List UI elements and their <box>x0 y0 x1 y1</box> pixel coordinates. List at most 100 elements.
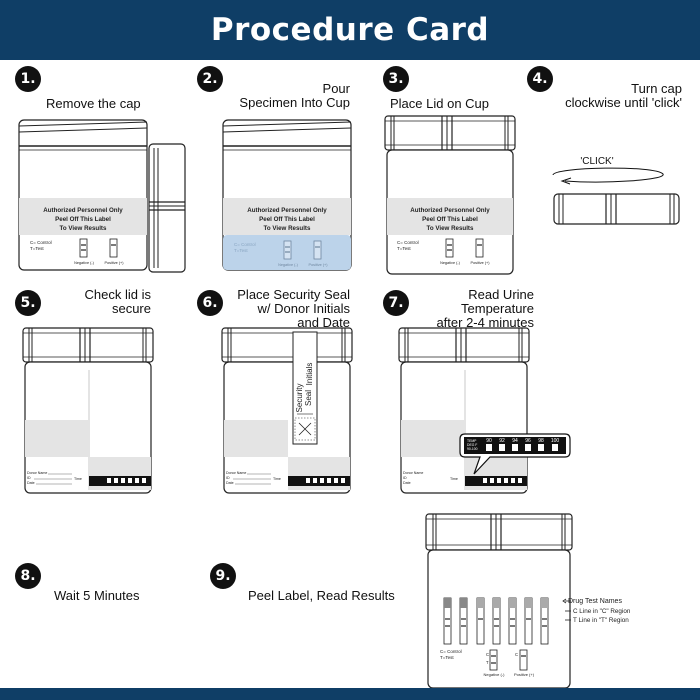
donor-date-label: Date <box>27 481 35 485</box>
step-4-illustration: 'CLICK' <box>552 156 680 225</box>
step-6-badge: 6. <box>197 290 223 316</box>
control-t-text: T=Test <box>440 655 454 660</box>
step-1-badge: 1. <box>15 66 41 92</box>
temp-value-94: 94 <box>512 438 518 444</box>
donor-id-label: ID <box>403 476 407 480</box>
c-line-annotation: C Line in "C" Region <box>573 608 631 615</box>
step-5-text: Check lid is secure <box>84 287 151 316</box>
cup-label-line3: To View Results <box>60 225 107 232</box>
removed-cap <box>148 143 186 273</box>
click-label: 'CLICK' <box>580 156 613 167</box>
negative-window <box>489 649 498 671</box>
positive-label: Positive (+) <box>470 261 490 265</box>
open-cup <box>18 119 148 271</box>
step-2-text: Pour Specimen Into Cup <box>239 81 350 110</box>
cup-label-line2: Peel Off This Label <box>55 216 111 223</box>
temp-unit-line-3: 90-100 <box>467 447 478 451</box>
positive-label: Positive (+) <box>308 263 328 267</box>
control-t-text: T=Test <box>30 246 44 251</box>
cup-label-line2: Peel Off This Label <box>259 216 315 223</box>
rotation-arrow <box>552 167 664 183</box>
header-banner: Procedure Card <box>0 0 700 60</box>
step-3-text: Place Lid on Cup <box>390 96 490 111</box>
positive-window <box>519 649 528 671</box>
donor-time-label: Time <box>450 477 458 481</box>
page-title: Procedure Card <box>210 12 490 48</box>
cap-side-view <box>553 193 680 225</box>
step-1-illustration: Authorized Personnel Only Peel Off This … <box>18 119 186 273</box>
cup-label-line3: To View Results <box>264 225 311 232</box>
step-7-text: Read Urine Temperature after 2-4 minutes <box>436 287 534 330</box>
donor-name-label: Donor Name <box>27 471 47 475</box>
step-3-illustration: Authorized Personnel Only Peel Off This … <box>384 115 516 275</box>
step-4-text: Turn cap clockwise until 'click' <box>565 81 682 110</box>
step-2-badge: 2. <box>197 66 223 92</box>
negative-window <box>79 238 88 258</box>
control-t-text: T=Test <box>397 246 411 251</box>
donor-date-label: Date <box>403 481 411 485</box>
donor-time-label: Time <box>273 477 281 481</box>
temperature-strip <box>465 476 527 486</box>
cup-label-line2: Peel Off This Label <box>422 216 478 223</box>
lid <box>425 513 573 551</box>
cup-label-line1: Authorized Personnel Only <box>410 207 490 214</box>
test-strips <box>443 597 549 645</box>
cup-label-line1: Authorized Personnel Only <box>247 207 327 214</box>
temperature-strip <box>89 476 151 486</box>
step-9-illustration: C= Control T=Test C T C Negative (-) Pos… <box>425 513 631 689</box>
temp-value-92: 92 <box>499 438 505 444</box>
control-t-text: T=Test <box>234 248 248 253</box>
step-9-badge: 9. <box>210 563 236 589</box>
donor-date-label: Date <box>226 481 234 485</box>
donor-id-label: ID <box>226 476 230 480</box>
step-4-badge: 4. <box>527 66 553 92</box>
control-c-text: C= Control <box>397 240 419 245</box>
drug-test-names-annotation: Drug Test Names <box>568 598 622 605</box>
step-6-illustration: Initials Security Seal Donor Name ID Dat… <box>221 327 353 494</box>
step-8-badge: 8. <box>15 563 41 589</box>
donor-time-label: Time <box>74 477 82 481</box>
temp-value-98: 98 <box>538 438 544 444</box>
negative-window <box>445 238 454 258</box>
t-region-label: T <box>486 660 489 665</box>
step-3-badge: 3. <box>383 66 409 92</box>
temp-unit-line-2: DEG F <box>467 443 477 447</box>
c-region-label: C <box>515 652 518 657</box>
step-5-badge: 5. <box>15 290 41 316</box>
step-5-illustration: Donor Name ID Date Time <box>22 327 154 494</box>
seal-initials-text: Initials <box>305 363 314 386</box>
positive-window <box>109 238 118 258</box>
c-region-label: C <box>486 652 489 657</box>
control-c-text: C= Control <box>440 649 462 654</box>
control-c-text: C= Control <box>234 242 256 247</box>
temp-value-90: 90 <box>486 438 492 444</box>
positive-label: Positive (+) <box>514 672 535 677</box>
negative-label: Negative (-) <box>484 672 506 677</box>
step-2-illustration: Authorized Personnel Only Peel Off This … <box>222 119 352 271</box>
donor-name-label: Donor Name <box>403 471 423 475</box>
temperature-strip <box>288 476 350 486</box>
step-8-text: Wait 5 Minutes <box>54 588 140 603</box>
t-line-annotation: T Line in "T" Region <box>573 617 629 624</box>
negative-window <box>283 240 292 260</box>
step-7-illustration: Donor Name ID Date Time TEMP DEG F 90-10… <box>398 327 571 494</box>
security-seal <box>292 331 318 445</box>
negative-label: Negative (-) <box>278 263 299 267</box>
positive-window <box>475 238 484 258</box>
donor-id-label: ID <box>27 476 31 480</box>
step-7-badge: 7. <box>383 290 409 316</box>
footer-bar <box>0 688 700 700</box>
seal-security-text: Security <box>295 384 304 413</box>
temp-value-96: 96 <box>525 438 531 444</box>
temp-value-100: 100 <box>551 438 560 444</box>
negative-label: Negative (-) <box>440 261 461 265</box>
negative-label: Negative (-) <box>74 261 95 265</box>
seal-seal-text: Seal <box>304 390 313 406</box>
step-1-text: Remove the cap <box>46 96 141 111</box>
cup-label-line3: To View Results <box>427 225 474 232</box>
step-6-text: Place Security Seal w/ Donor Initials an… <box>237 287 350 330</box>
positive-label: Positive (+) <box>104 261 124 265</box>
positive-window <box>313 240 322 260</box>
temp-unit-line-1: TEMP <box>467 439 477 443</box>
donor-name-label: Donor Name <box>226 471 246 475</box>
